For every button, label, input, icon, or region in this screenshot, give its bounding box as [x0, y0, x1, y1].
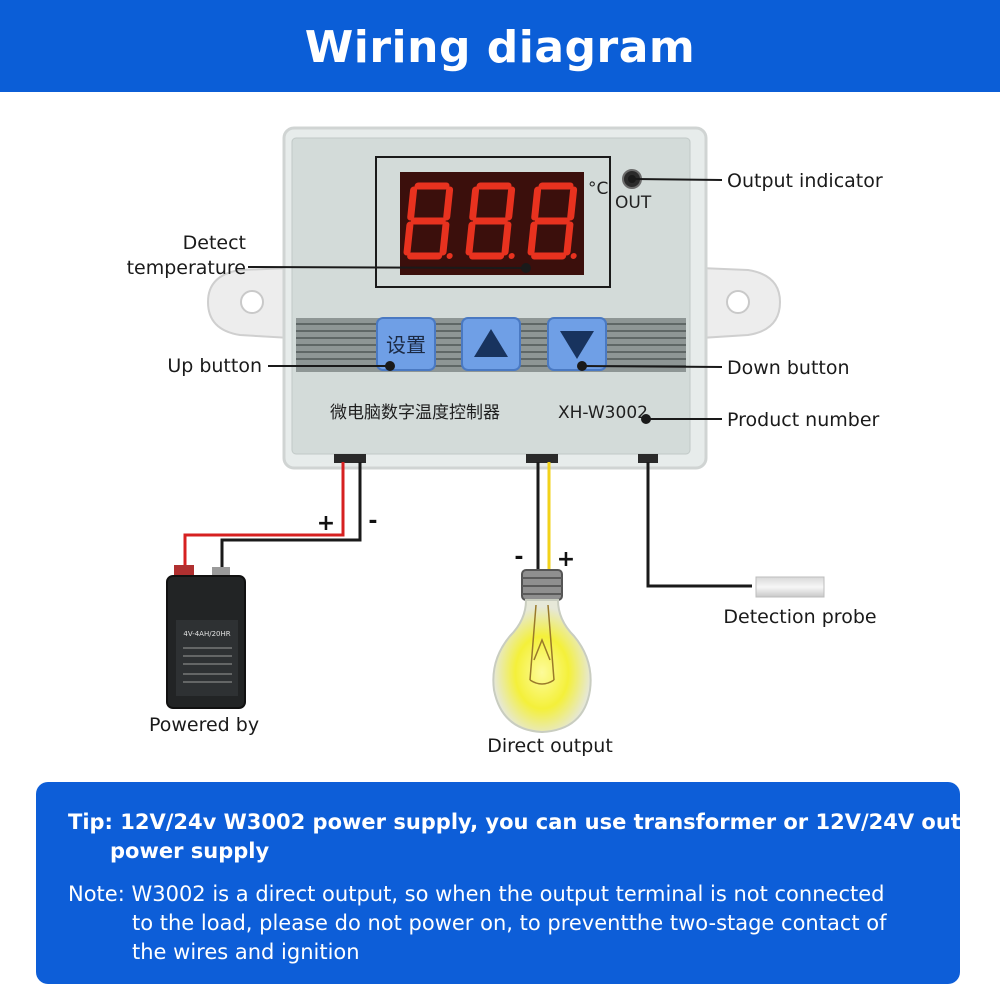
callout-product-number: Product number: [727, 409, 880, 431]
display-segment: [469, 186, 480, 221]
note-line-3: the wires and ignition: [132, 940, 360, 964]
up-button[interactable]: [461, 317, 521, 371]
display-digit: [465, 182, 516, 260]
display-segment: [403, 221, 414, 256]
down-arrow-icon: [560, 331, 594, 359]
note-line-1: Note: W3002 is a direct output, so when …: [68, 882, 885, 906]
display-segment: [505, 186, 516, 221]
battery-wires: [183, 462, 362, 572]
display-decimal-point: [508, 253, 515, 259]
display-segment: [527, 221, 538, 256]
display-digit: [403, 182, 454, 260]
mounting-hole-left: [240, 290, 264, 314]
callout-detect-temperature-1: Detect: [183, 232, 246, 254]
front-panel: [291, 137, 691, 455]
wiring-diagram: °C OUT 设置 微电: [127, 126, 883, 757]
mounting-hole-right: [726, 290, 750, 314]
light-bulb: [492, 569, 592, 734]
output-terminal: [526, 454, 558, 463]
callout-detect-temperature-2: temperature: [127, 257, 246, 279]
tip-line-1: Tip: 12V/24v W3002 power supply, you can…: [68, 810, 1000, 834]
indicator-label: OUT: [615, 193, 652, 213]
display-segment: [465, 221, 476, 256]
info-box: Tip: 12V/24v W3002 power supply, you can…: [36, 782, 1000, 984]
display-segment: [407, 186, 418, 221]
display-digits: [403, 182, 578, 260]
display-digit: [527, 182, 578, 260]
set-button[interactable]: 设置: [376, 317, 436, 371]
load-minus-sign: -: [514, 545, 523, 570]
down-button[interactable]: [547, 317, 607, 371]
unit-label: °C: [588, 179, 608, 199]
callout-powered-by: Powered by: [149, 714, 259, 736]
brand-text: 微电脑数字温度控制器: [330, 403, 500, 423]
callout-direct-output: Direct output: [487, 735, 613, 757]
load-wires: [536, 462, 551, 572]
page-title: Wiring diagram: [304, 22, 696, 73]
up-arrow-icon: [474, 329, 508, 357]
set-button-label: 设置: [386, 333, 426, 357]
load-plus-sign: +: [557, 547, 575, 572]
callout-down-button: Down button: [727, 357, 850, 379]
battery: 4V-4AH/20HR: [166, 565, 246, 709]
detection-probe: [755, 576, 825, 598]
display-frame: [375, 156, 611, 288]
battery-label: 4V-4AH/20HR: [183, 630, 230, 638]
display-segment: [567, 186, 578, 221]
display-segment: [531, 186, 542, 221]
callout-lines: [247, 175, 723, 424]
note-line-2: to the load, please do not power on, to …: [132, 911, 887, 935]
power-terminal: [334, 454, 366, 463]
callout-up-button: Up button: [167, 355, 262, 377]
battery-minus-sign: -: [368, 509, 377, 534]
callout-output-indicator: Output indicator: [727, 170, 883, 192]
probe-terminal: [638, 454, 658, 463]
callout-detection-probe: Detection probe: [723, 606, 876, 628]
controller-unit: °C OUT 设置 微电: [206, 126, 782, 470]
probe-wire: [646, 462, 752, 588]
tip-line-2: power supply: [110, 839, 270, 863]
model-text: XH-W3002: [558, 403, 648, 423]
display-segment: [501, 221, 512, 256]
display-segment: [443, 186, 454, 221]
battery-plus-sign: +: [317, 511, 335, 536]
display-segment: [439, 221, 450, 256]
display-decimal-point: [570, 253, 577, 259]
display-decimal-point: [446, 253, 453, 259]
display-segment: [563, 221, 574, 256]
header-bar: Wiring diagram: [0, 0, 1000, 92]
